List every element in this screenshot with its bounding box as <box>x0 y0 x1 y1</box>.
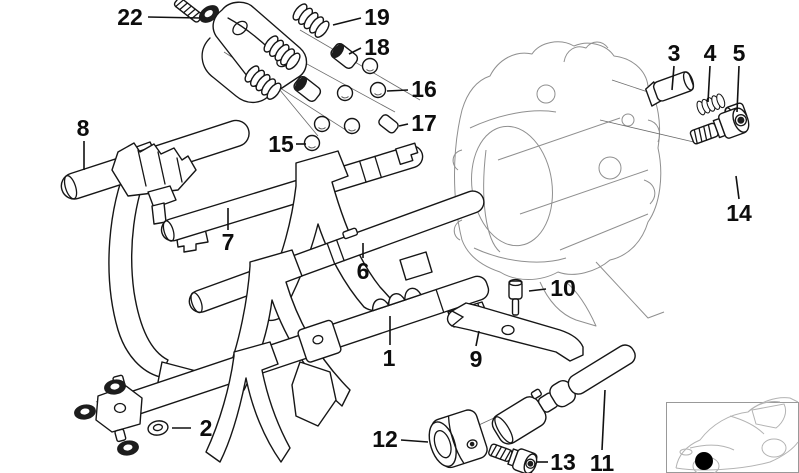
leader-line-14 <box>735 175 740 200</box>
car-silhouette-icon <box>675 397 799 473</box>
spring-4 <box>694 92 727 117</box>
callout-label-14: 14 <box>726 200 752 226</box>
callout-label-22: 22 <box>117 4 143 30</box>
callout-label-2: 2 <box>200 415 213 441</box>
callout-label-8: 8 <box>77 115 90 141</box>
callout-label-19: 19 <box>364 4 390 30</box>
callout-label-1: 1 <box>383 345 396 371</box>
leader-line-9 <box>475 330 480 347</box>
car-location-thumbnail <box>666 397 799 473</box>
location-marker-dot <box>695 452 713 470</box>
callout-label-13: 13 <box>550 449 576 473</box>
callout-label-16: 16 <box>411 76 437 102</box>
callout-label-9: 9 <box>470 346 483 372</box>
lock-rings-part2 <box>72 377 169 458</box>
leader-line-12 <box>400 439 429 443</box>
rocker-screw <box>173 0 203 23</box>
callout-label-10: 10 <box>550 275 576 301</box>
callout-label-17: 17 <box>411 110 437 136</box>
leader-line-18 <box>348 47 362 55</box>
shift-fork-c <box>205 341 291 463</box>
socket-bolt-14 <box>689 107 750 145</box>
callout-label-12: 12 <box>372 426 398 452</box>
selector-rocker-arm <box>201 1 308 103</box>
leader-line-3 <box>671 65 675 91</box>
leader-line-16 <box>386 89 409 92</box>
leader-line-10 <box>528 288 547 292</box>
callout-label-6: 6 <box>357 258 370 284</box>
callout-label-4: 4 <box>704 40 717 66</box>
leader-line-5 <box>736 65 740 113</box>
callout-label-11: 11 <box>590 450 615 473</box>
detent-balls <box>303 57 387 152</box>
callout-label-3: 3 <box>668 40 681 66</box>
callout-label-15: 15 <box>268 131 294 157</box>
knob-12 <box>428 409 488 469</box>
selector-shaft-1 <box>95 275 490 443</box>
shift-rod-8 <box>60 119 250 225</box>
gearbox-housing-outline <box>452 41 665 327</box>
leader-line-19 <box>332 17 362 26</box>
selector-rod-11 <box>491 344 636 445</box>
detent-pins <box>291 40 399 134</box>
leader-line-17 <box>398 123 409 127</box>
stop-pin-10 <box>508 278 523 316</box>
shift-fork-b <box>223 249 351 427</box>
detent-plunger-3 <box>645 71 695 107</box>
leader-line-22 <box>147 16 201 19</box>
bolt-13 <box>488 443 538 473</box>
selector-lever-9 <box>446 302 584 362</box>
leader-line-4 <box>707 65 711 103</box>
shift-rod-7 <box>160 142 424 242</box>
leader-line-11 <box>601 389 606 451</box>
callout-label-7: 7 <box>222 229 235 255</box>
callout-label-18: 18 <box>364 34 390 60</box>
callout-label-5: 5 <box>733 40 746 66</box>
